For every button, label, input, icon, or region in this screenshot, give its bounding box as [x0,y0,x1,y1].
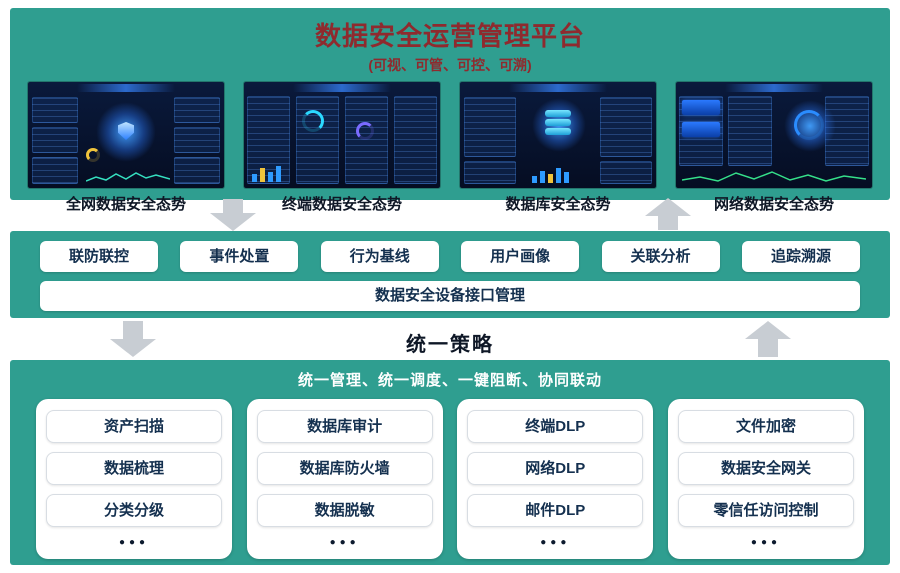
thumb-panel [728,96,772,166]
page-subtitle: (可视、可管、可控、可溯) [368,57,532,73]
tool-zero-trust-access: 零信任访问控制 [677,494,854,527]
tool-data-masking: 数据脱敏 [256,494,433,527]
thumb-panel [32,157,78,184]
tool-data-security-gateway: 数据安全网关 [677,452,854,485]
thumb-panel [464,161,516,184]
thumb-wave-line [86,172,170,182]
btn-user-profile: 用户画像 [461,241,580,272]
device-interface-management-bar: 数据安全设备接口管理 [40,281,860,311]
tool-db-audit: 数据库审计 [256,410,433,443]
operations-capability-bar: 联防联控 事件处置 行为基线 用户画像 关联分析 追踪溯源 数据安全设备接口管理 [10,231,890,318]
dashboard-label-database: 数据库安全态势 [505,196,611,213]
thumb-header-bar [77,84,175,92]
thumb-panel [32,97,78,123]
tool-column-gateway: 文件加密 数据安全网关 零信任访问控制 ●●● [667,399,864,559]
tool-columns-row: 资产扫描 数据梳理 分类分级 ●●● 数据库审计 数据库防火墙 数据脱敏 ●●●… [10,399,890,559]
dashboard-thumbnail-database [460,82,656,188]
dashboard-row: 全网数据安全态势 终端数据安全态势 [10,82,890,214]
flow-arrow-up-top [645,198,691,230]
tool-endpoint-dlp: 终端DLP [467,410,644,443]
dashboard-figure-endpoint: 终端数据安全态势 [244,82,440,214]
more-ellipsis: ●●● [750,537,782,548]
thumb-panel [174,157,220,184]
tool-db-firewall: 数据库防火墙 [256,452,433,485]
tool-classification-grading: 分类分级 [46,494,222,527]
dashboard-label-endpoint: 终端数据安全态势 [281,196,402,213]
thumb-panel [174,97,220,123]
thumb-stat-tile [682,100,720,115]
thumb-stat-tile [682,122,720,137]
database-icon [545,110,571,137]
tool-asset-scan: 资产扫描 [46,410,222,443]
thumb-bar-chart [252,164,281,182]
thumb-donut [356,122,374,140]
security-tools-section: 统一管理、统一调度、一键阻断、协同联动 资产扫描 数据梳理 分类分级 ●●● 数… [10,360,890,565]
tool-column-dlp: 终端DLP 网络DLP 邮件DLP ●●● [457,399,654,559]
dashboard-thumbnail-overall [28,82,224,188]
thumb-panel [464,97,516,157]
thumb-panel [174,127,220,153]
btn-behavior-baseline: 行为基线 [320,241,439,272]
shield-icon [118,122,134,140]
thumb-bar-chart [532,165,569,183]
thumb-wave-line [682,171,866,182]
dashboard-label-network: 网络数据安全态势 [713,196,834,213]
thumb-header-bar [509,84,607,92]
tool-mail-dlp: 邮件DLP [467,494,644,527]
thumb-panel [296,96,339,184]
thumb-panel [345,96,388,184]
btn-incident-handling: 事件处置 [180,241,299,272]
tools-section-header: 统一管理、统一调度、一键阻断、协同联动 [297,372,602,389]
flow-arrow-up-bottom [745,321,791,357]
thumb-panel [600,97,652,157]
dashboard-figure-network: 网络数据安全态势 [676,82,872,214]
page-title: 数据安全运营管理平台 [314,21,585,51]
tool-data-combing: 数据梳理 [46,452,222,485]
thumb-header-bar [725,84,823,92]
platform-overview-section: 数据安全运营管理平台 (可视、可管、可控、可溯) 全网数据安全态势 [10,8,890,213]
dashboard-thumbnail-endpoint [244,82,440,188]
capability-button-row: 联防联控 事件处置 行为基线 用户画像 关联分析 追踪溯源 [10,241,890,272]
btn-correlation-analysis: 关联分析 [601,241,720,272]
tool-column-asset: 资产扫描 数据梳理 分类分级 ●●● [36,399,232,559]
more-ellipsis: ●●● [540,537,571,548]
thumb-panel [600,161,652,184]
thumb-header-bar [293,84,391,92]
tool-column-database: 数据库审计 数据库防火墙 数据脱敏 ●●● [246,399,443,559]
btn-joint-defense-control: 联防联控 [40,241,158,272]
unified-strategy-label: 统一策略 [406,334,494,356]
more-ellipsis: ●●● [329,537,360,548]
more-ellipsis: ●●● [118,537,150,548]
btn-trace-source: 追踪溯源 [741,241,860,272]
thumb-gauge [86,148,100,162]
tool-network-dlp: 网络DLP [467,452,644,485]
thumb-donut [302,110,324,132]
dashboard-figure-database: 数据库安全态势 [460,82,656,214]
thumb-gauge [794,110,824,140]
tool-file-encryption: 文件加密 [677,410,854,443]
flow-arrow-down-bottom [110,321,156,357]
dashboard-figure-overall: 全网数据安全态势 [28,82,224,214]
thumb-panel [247,96,290,184]
thumb-panel [32,127,78,153]
dashboard-label-overall: 全网数据安全态势 [65,196,186,213]
dashboard-thumbnail-network [676,82,872,188]
thumb-panel [394,96,437,184]
flow-arrow-down-top [210,199,256,231]
